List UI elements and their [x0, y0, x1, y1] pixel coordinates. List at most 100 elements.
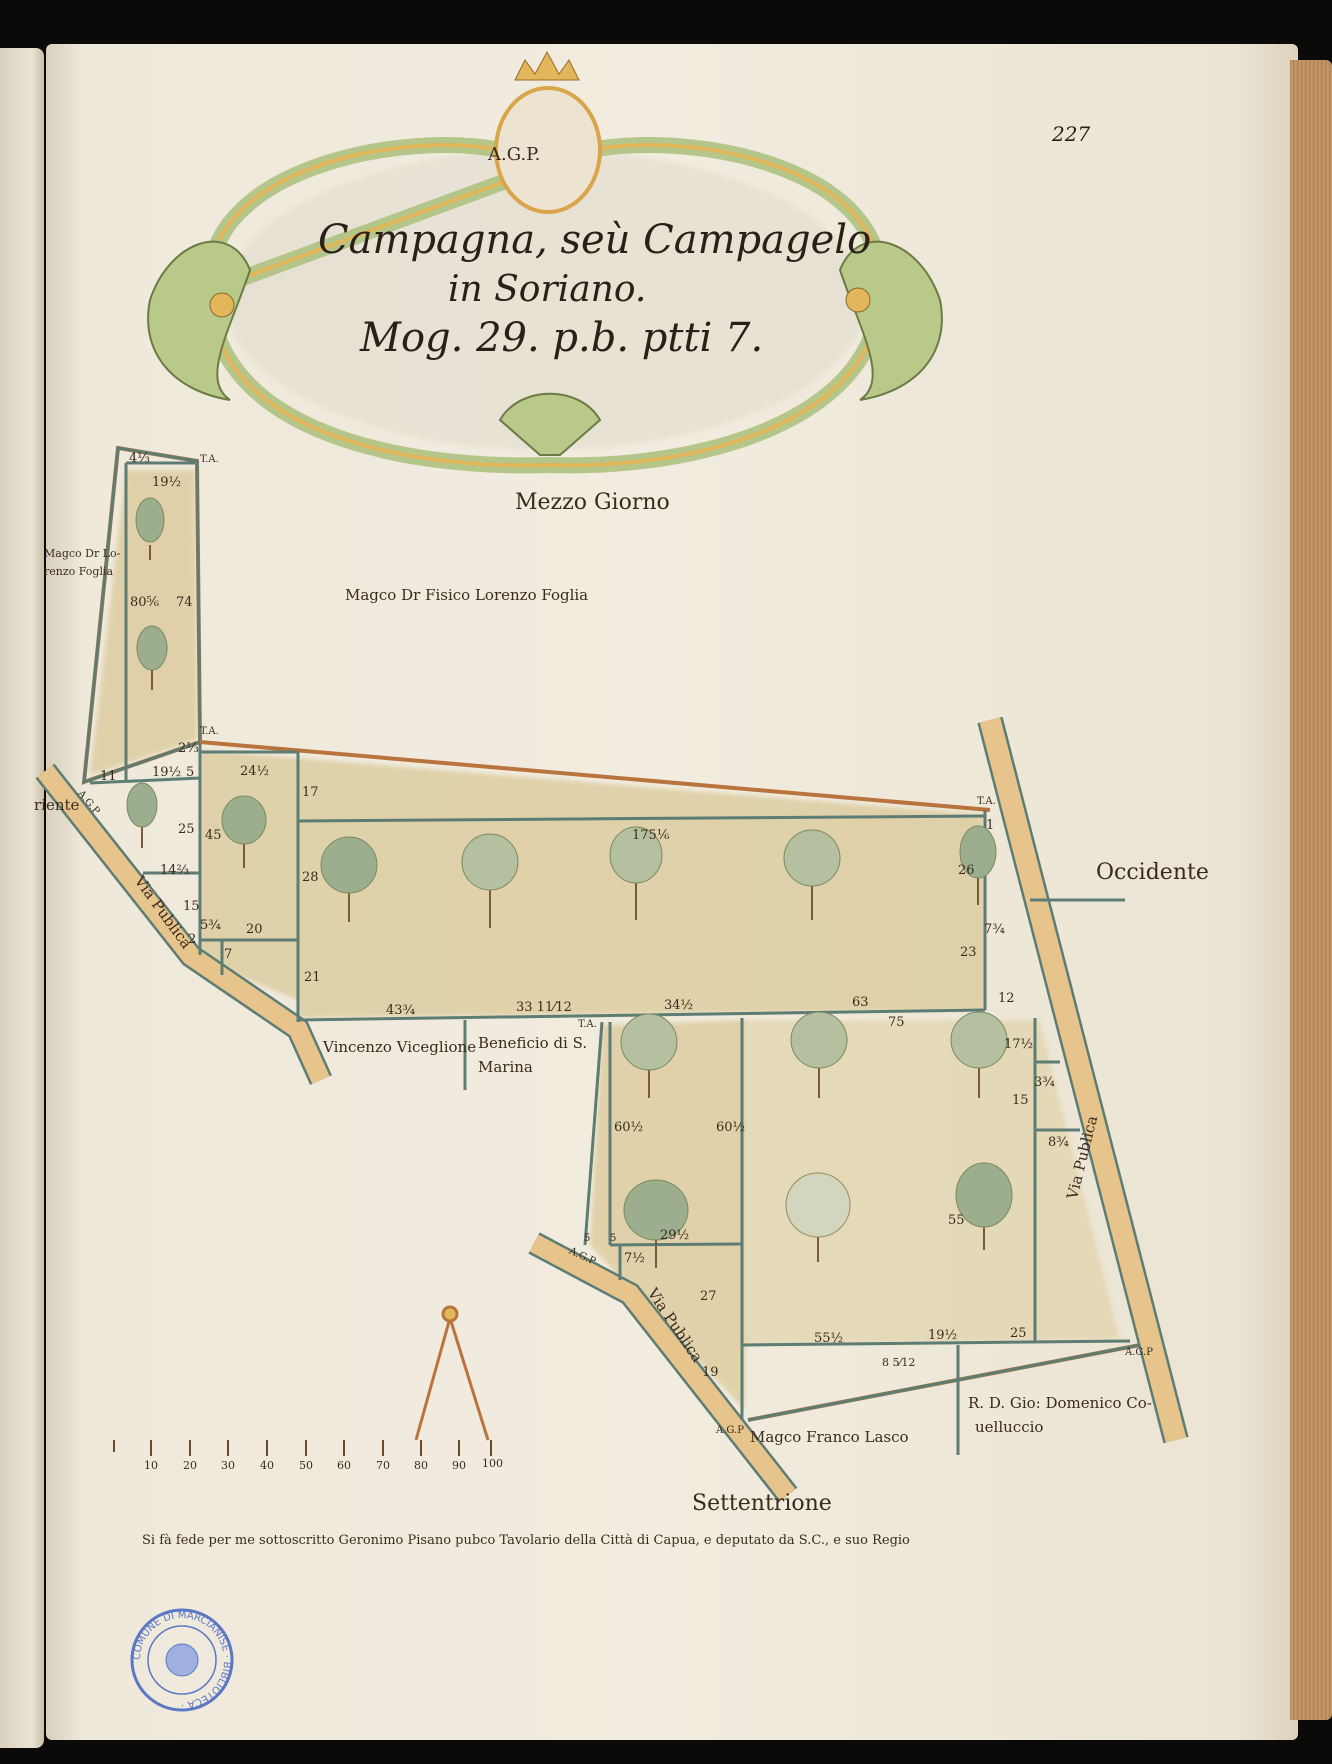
scale-label: 40 [260, 1459, 274, 1472]
measurement: 25 [178, 822, 195, 837]
tree-icon [790, 1011, 848, 1098]
measurement: 7½ [624, 1251, 645, 1266]
owner-viceglione: Vincenzo Viceglione [323, 1038, 477, 1056]
owner-beneficio-2: Marina [478, 1058, 533, 1076]
owner-coviello-2: uelluccio [975, 1418, 1044, 1436]
tree-icon [221, 795, 267, 868]
measurement: 23 [960, 945, 977, 960]
scale-label: 100 [482, 1457, 503, 1470]
tree-icons [126, 497, 1013, 1268]
measurement: 3¾ [1034, 1075, 1055, 1090]
direction-north: Settentrione [692, 1491, 832, 1516]
measurement: 5¾ [200, 918, 221, 933]
measurement: 1 [986, 818, 995, 833]
tree-icon [620, 1013, 678, 1098]
owner-beneficio-1: Beneficio di S. [478, 1034, 588, 1052]
measurement: 8¾ [1048, 1135, 1069, 1150]
tree-icon [959, 825, 997, 905]
measurement: 75 [888, 1015, 905, 1030]
measurement: 20 [246, 922, 263, 937]
measurement: 11 [100, 769, 117, 784]
left-page-edge [0, 48, 44, 1748]
measurement: 8 5⁄12 [882, 1356, 916, 1369]
measurement: 55½ [814, 1331, 844, 1346]
tree-icon [950, 1011, 1008, 1098]
measurement: 7¾ [984, 922, 1005, 937]
page-number: 227 [1052, 122, 1091, 146]
owner-foglia-strip-2: renzo Foglia [44, 565, 114, 578]
map-title-line2: in Soriano. [448, 269, 647, 310]
page-stack-edge [1290, 60, 1332, 1720]
scale-label: 90 [452, 1459, 466, 1472]
measurement: 28 [302, 870, 319, 885]
tree-icon [135, 497, 165, 560]
scale-label: 70 [376, 1459, 390, 1472]
owner-foglia: Magco Dr Fisico Lorenzo Foglia [345, 586, 589, 604]
measurement: 45 [205, 828, 222, 843]
measurement: 2⅓ [178, 741, 199, 756]
survey-mark-ta: T.A. [200, 454, 219, 465]
measurement: 19½ [928, 1328, 958, 1343]
measurement: 60½ [716, 1120, 746, 1135]
cartouche-frame [147, 50, 943, 474]
measurement: 74 [176, 595, 193, 610]
measurement: 25 [1010, 1326, 1027, 1341]
measurement: 5 [186, 765, 195, 780]
field-wash [90, 470, 1120, 1410]
roads [35, 716, 1189, 1503]
scale-label: 50 [299, 1459, 313, 1472]
tree-icon [785, 1172, 851, 1262]
tree-icon [783, 829, 841, 920]
measurement: 17 [302, 785, 319, 800]
measurement: 5 [584, 1233, 591, 1244]
measurement: 7 [224, 947, 233, 962]
scale-label: 10 [144, 1459, 158, 1472]
map-area-total: Mog. 29. p.b. ptti 7. [360, 315, 764, 361]
measurement: 12 [998, 991, 1015, 1006]
scale-label: 20 [183, 1459, 197, 1472]
measurement: 175⅙ [632, 828, 670, 843]
tree-icon [609, 826, 663, 920]
owner-foglia-strip-1: Magco Dr Lo- [44, 547, 121, 560]
measurement: 43¾ [386, 1003, 416, 1018]
direction-east: riente [34, 796, 80, 814]
measurement: 60½ [614, 1120, 644, 1135]
survey-mark-agp: A.G.P [716, 1425, 744, 1436]
survey-mark-agp: A.G.P [1125, 1347, 1153, 1358]
tree-icon [320, 836, 378, 922]
measurement: 63 [852, 995, 869, 1010]
owner-coviello-1: R. D. Gio: Domenico Co- [968, 1394, 1152, 1412]
measurement: 34½ [664, 998, 694, 1013]
survey-mark-ta: T.A. [200, 726, 219, 737]
measurement: 5 [610, 1233, 617, 1244]
measurement: 15 [183, 899, 200, 914]
owner-lasco: Magco Franco Lasco [750, 1428, 909, 1446]
measurement: 29½ [660, 1228, 690, 1243]
measurement: 27 [700, 1289, 717, 1304]
tree-icon [461, 833, 519, 928]
measurement: 80⅚ [130, 595, 160, 610]
survey-mark-ta: T.A. [977, 796, 996, 807]
cartouche-initials: A.G.P. [488, 144, 541, 165]
measurement: 15 [1012, 1093, 1029, 1108]
library-stamp: COMUNE DI MARCIANISE · BIBLIOTECA · [130, 1608, 234, 1712]
tree-icon [136, 625, 168, 690]
measurement: 33 11⁄12 [516, 1000, 572, 1015]
scale-label: 30 [221, 1459, 235, 1472]
direction-west: Occidente [1096, 860, 1209, 885]
measurement: 21 [304, 970, 321, 985]
measurement: 19 [702, 1365, 719, 1380]
measurement: 26 [958, 863, 975, 878]
measurement: 2 [188, 932, 197, 947]
scale-label: 80 [414, 1459, 428, 1472]
measurement: 14⅔ [160, 863, 190, 878]
tree-icon [955, 1162, 1013, 1250]
measurement: 19½ [152, 475, 182, 490]
map-title-line1: Campagna, seù Campagelo [318, 217, 872, 263]
scale-bar [113, 1440, 492, 1456]
certification-text: Si fà fede per me sottoscritto Geronimo … [142, 1533, 910, 1548]
measurement: 17½ [1004, 1037, 1034, 1052]
scale-label: 60 [337, 1459, 351, 1472]
measurement: 55 [948, 1213, 965, 1228]
